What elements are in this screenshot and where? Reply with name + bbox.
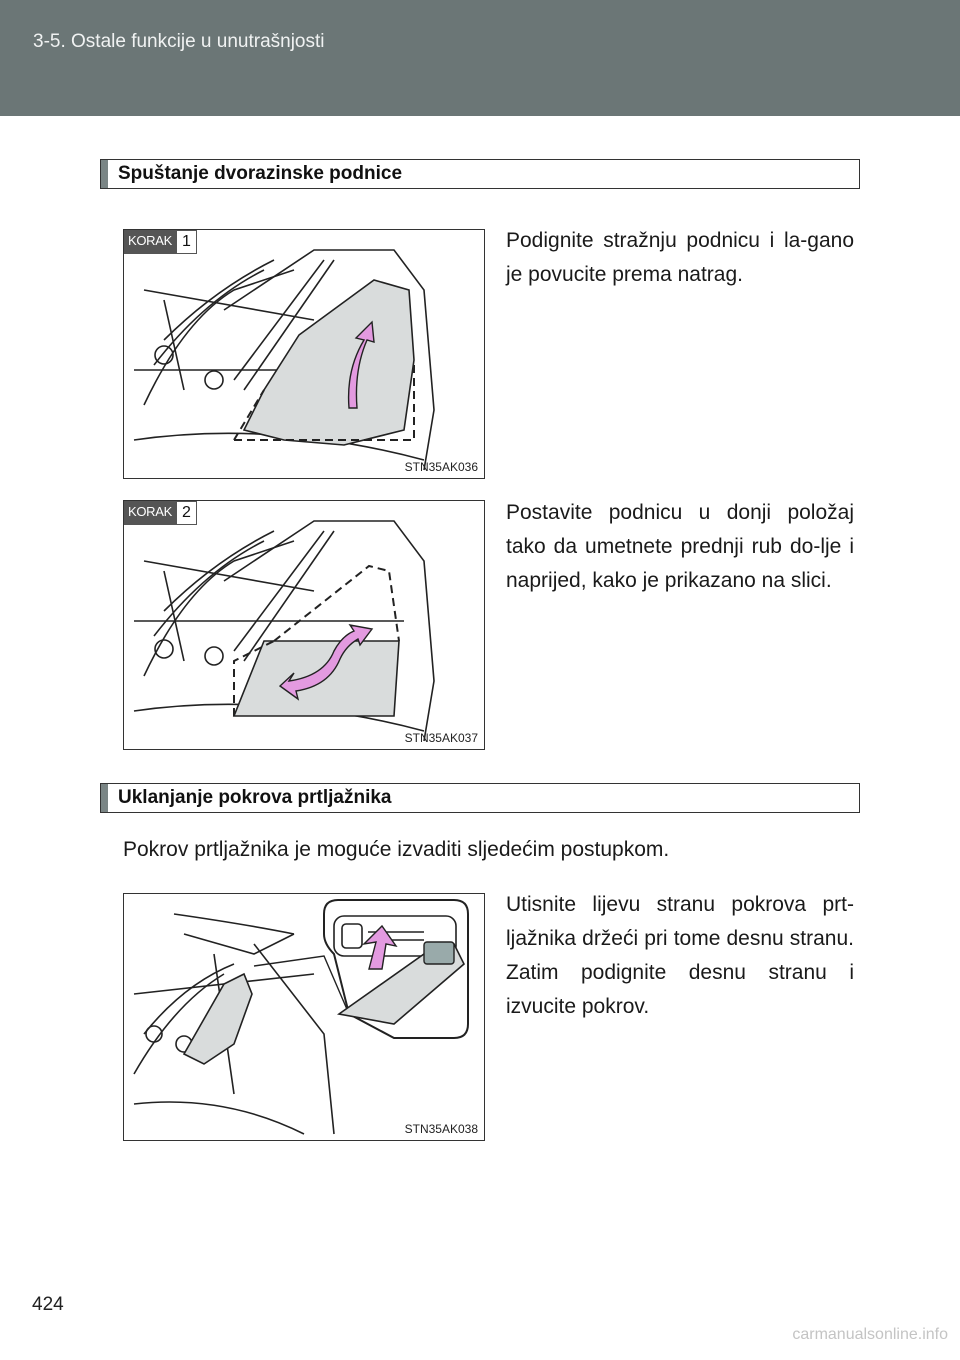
section-title: Uklanjanje pokrova prtljažnika bbox=[118, 787, 392, 808]
step-1-text: Podignite stražnju podnicu i la-gano je … bbox=[506, 229, 854, 286]
trunk-cover-illustration bbox=[133, 899, 469, 1135]
section-title: Spuštanje dvorazinske podnice bbox=[118, 163, 403, 184]
step-number: 2 bbox=[176, 501, 197, 525]
step-2-text: Postavite podnicu u donji položaj tako d… bbox=[506, 501, 854, 592]
section-accent bbox=[101, 160, 108, 188]
step-label-2: KORAK 2 bbox=[124, 501, 197, 525]
figure-code: STN35AK038 bbox=[404, 1122, 478, 1136]
page-number: 424 bbox=[32, 1294, 64, 1315]
trunk-illustration-2 bbox=[133, 520, 435, 742]
figure-step-2: KORAK 2 STN35AK037 bbox=[123, 500, 485, 750]
step-label-1: KORAK 1 bbox=[124, 230, 197, 254]
watermark: carmanualsonline.info bbox=[792, 1326, 948, 1343]
step-korak-label: KORAK bbox=[124, 230, 177, 254]
figure-step-1: KORAK 1 STN35AK036 bbox=[123, 229, 485, 479]
cover-removal-text: Utisnite lijevu stranu pokrova prt-ljažn… bbox=[506, 893, 854, 1018]
section-title-bar-cover-removal: Uklanjanje pokrova prtljažnika bbox=[100, 783, 860, 813]
section-title-bar-lowering-floor: Spuštanje dvorazinske podnice bbox=[100, 159, 860, 189]
section-accent bbox=[101, 784, 108, 812]
figure-cover-removal: STN35AK038 bbox=[123, 893, 485, 1141]
step-number: 1 bbox=[176, 230, 197, 254]
section-intro: Pokrov prtljažnika je moguće izvaditi sl… bbox=[123, 838, 670, 861]
step-korak-label: KORAK bbox=[124, 501, 177, 525]
page-header: 3-5. Ostale funkcije u unutrašnjosti bbox=[0, 0, 960, 116]
figure-code: STN35AK037 bbox=[404, 731, 478, 745]
figure-code: STN35AK036 bbox=[404, 460, 478, 474]
trunk-illustration-1 bbox=[133, 249, 435, 471]
breadcrumb: 3-5. Ostale funkcije u unutrašnjosti bbox=[33, 31, 325, 52]
